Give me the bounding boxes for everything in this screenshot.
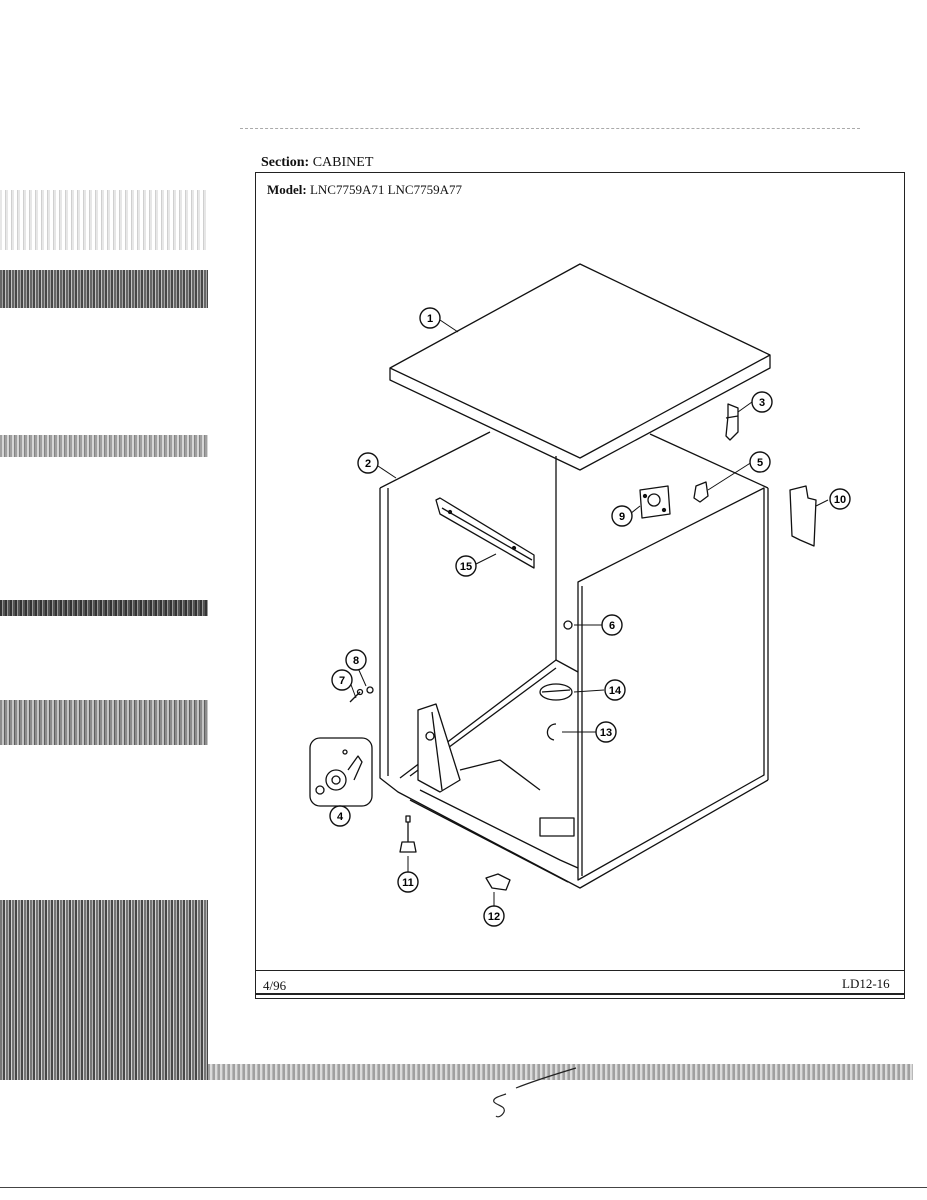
callout-6: 6: [601, 614, 623, 636]
svg-text:15: 15: [460, 561, 472, 573]
clamp-part: [546, 723, 557, 741]
handwritten-mark: [493, 1067, 577, 1118]
floor-bracket: [417, 703, 461, 793]
svg-text:1: 1: [427, 313, 433, 325]
mounting-plate-part: [639, 485, 671, 519]
callout-1: 1: [419, 307, 441, 329]
callout-9: 9: [611, 505, 633, 527]
svg-text:5: 5: [757, 457, 763, 469]
svg-text:10: 10: [834, 494, 846, 506]
scan-artifact: [0, 435, 208, 457]
page-edge-line: [0, 1187, 927, 1188]
small-clip-part: [693, 481, 709, 503]
scan-artifact: [240, 128, 860, 129]
callout-3: 3: [751, 391, 773, 413]
callout-12: 12: [483, 905, 505, 927]
svg-text:11: 11: [402, 877, 414, 889]
leveling-leg-part: [399, 815, 417, 853]
callout-13: 13: [595, 721, 617, 743]
model-value: LNC7759A71 LNC7759A77: [309, 182, 462, 197]
cabinet-body-part: [379, 431, 769, 889]
screw-part: [563, 620, 573, 630]
callout-11: 11: [397, 871, 419, 893]
scan-artifact: [0, 600, 208, 616]
svg-text:3: 3: [759, 397, 765, 409]
callout-15: 15: [455, 555, 477, 577]
callout-4: 4: [329, 805, 351, 827]
scan-artifact: [0, 270, 208, 308]
svg-text:13: 13: [600, 727, 612, 739]
model-label: Model: LNC7759A71 LNC7759A77: [267, 182, 462, 198]
svg-text:6: 6: [609, 620, 615, 632]
rail-part: [435, 497, 535, 569]
svg-text:4: 4: [337, 811, 344, 823]
callout-5: 5: [749, 451, 771, 473]
scan-artifact: [0, 900, 208, 1080]
callout-14: 14: [604, 679, 626, 701]
section-key: Section:: [261, 155, 310, 170]
diagram-frame: [255, 172, 905, 999]
clip-bracket-part: [485, 873, 511, 891]
callout-7: 7: [331, 669, 353, 691]
svg-text:12: 12: [488, 911, 500, 923]
callout-2: 2: [357, 452, 379, 474]
section-value: CABINET: [312, 155, 374, 170]
footer-rule: [256, 993, 904, 995]
footer-rule: [256, 970, 904, 971]
scan-artifact: [0, 190, 208, 250]
top-panel-part: [389, 263, 771, 471]
callout-8: 8: [345, 649, 367, 671]
cover-part: [539, 683, 573, 701]
fastener-part: [349, 686, 374, 703]
svg-text:8: 8: [353, 655, 359, 667]
svg-text:9: 9: [619, 511, 625, 523]
section-label: Section: CABINET: [261, 155, 373, 171]
clip-part: [725, 403, 739, 441]
side-panel-part: [789, 485, 817, 547]
footer-page-code: LD12-16: [842, 976, 890, 991]
footer-date: 4/96: [263, 978, 287, 993]
scan-artifact: [208, 1064, 913, 1080]
callout-10: 10: [829, 488, 851, 510]
motor-assembly-part: [309, 737, 373, 807]
svg-text:7: 7: [339, 675, 345, 687]
svg-text:2: 2: [365, 458, 371, 470]
leader-lines: [339, 319, 829, 906]
model-key: Model:: [267, 182, 307, 197]
svg-text:14: 14: [609, 685, 622, 697]
scan-artifact: [0, 700, 208, 745]
